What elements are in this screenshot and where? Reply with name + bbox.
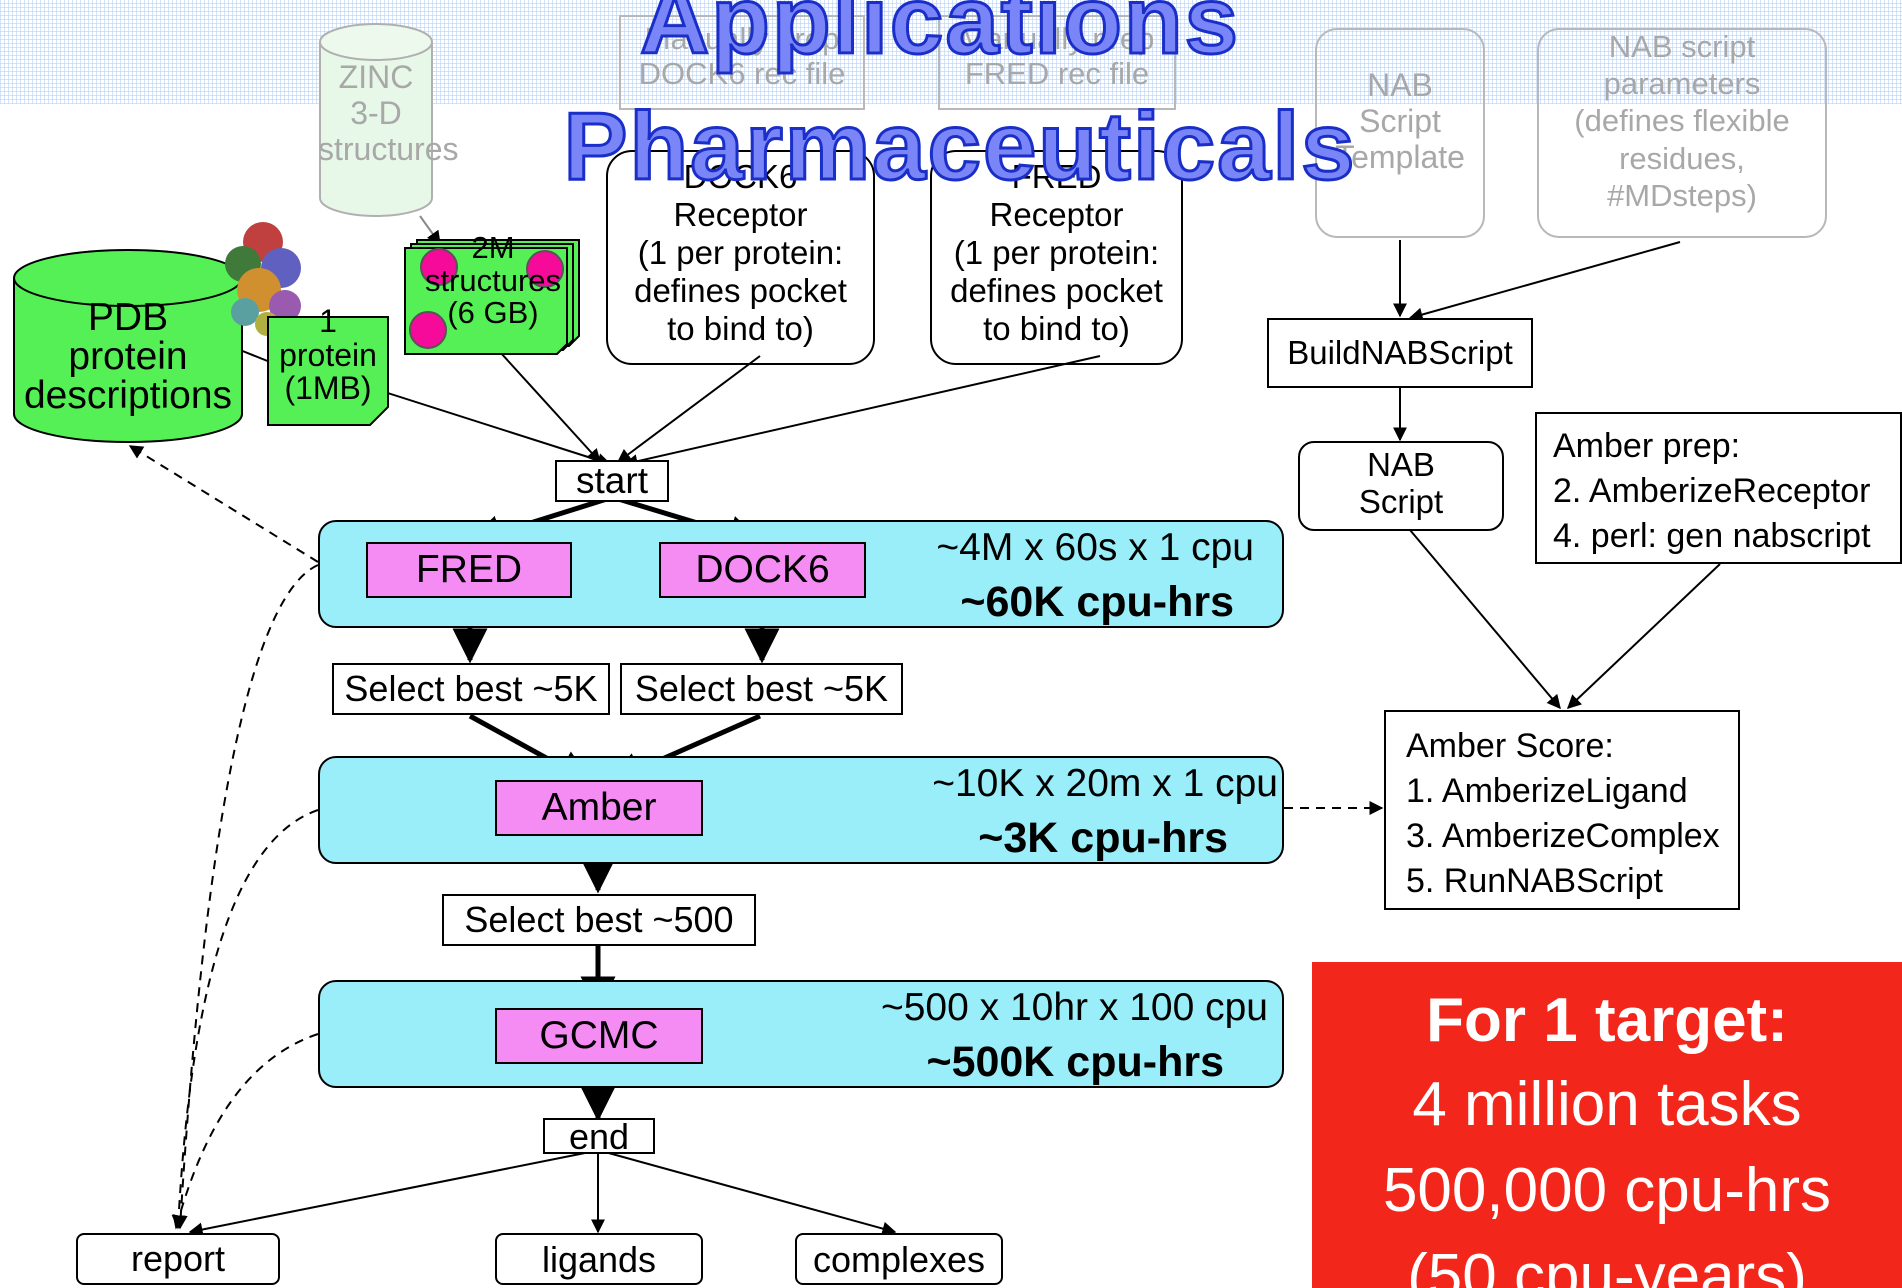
molecule-dot <box>409 311 447 349</box>
fred-receptor-box <box>930 150 1183 365</box>
summary-box: For 1 target: 4 million tasks 500,000 cp… <box>1312 962 1902 1288</box>
nab-template-label: NAB Script Template <box>1335 67 1465 175</box>
stage2-cost: ~10K x 20m x 1 cpu <box>932 762 1278 805</box>
molecule-dot <box>420 248 458 286</box>
amber-score-box: Amber Score: 1. AmberizeLigand 3. Amberi… <box>1384 710 1740 910</box>
complexes-output: complexes <box>795 1233 1003 1285</box>
select-fred-node: Select best ~5K <box>332 663 610 715</box>
manual-fred-box <box>938 15 1176 110</box>
select-dock-node: Select best ~5K <box>620 663 903 715</box>
nab-template-box <box>1315 28 1485 238</box>
stage3-to-report <box>172 1033 319 1230</box>
protein-document-shape <box>267 316 389 426</box>
manual-dock6-box <box>619 15 865 110</box>
prep-to-score <box>1566 563 1721 709</box>
protein-to-start <box>371 387 612 467</box>
amber-prep-box: Amber prep: 2. AmberizeReceptor 4. perl:… <box>1535 412 1902 564</box>
pdb-to-protein <box>239 349 271 363</box>
dock6-tool: DOCK6 <box>659 542 866 598</box>
zinc-database-cylinder <box>319 23 433 217</box>
start-node: start <box>555 460 669 502</box>
dock6-receptor-label: DOCK6 Receptor (1 per protein: defines p… <box>634 158 847 347</box>
stage1-cost: ~4M x 60s x 1 cpu <box>936 526 1254 569</box>
structures-to-start <box>499 351 601 464</box>
pdb-label: PDB protein descriptions <box>23 296 233 417</box>
stage3-cost: ~500 x 10hr x 100 cpu <box>880 986 1268 1029</box>
nab-params-label: NAB script parameters (defines flexible … <box>1574 29 1790 213</box>
stage1-to-pdb <box>128 445 319 563</box>
summary-tasks: 4 million tasks <box>1412 1070 1802 1139</box>
fred-receptor-label: FRED Receptor (1 per protein: defines po… <box>950 158 1163 347</box>
amber-tool: Amber <box>495 780 703 836</box>
one-protein-label: 1 protein (1MB) <box>279 303 377 407</box>
fredrec-to-start <box>623 355 1101 469</box>
gcmc-stage <box>318 980 1284 1088</box>
summary-cpu-years: (50 cpu-years) <box>1407 1242 1807 1288</box>
stage2-hours: ~3K cpu-hrs <box>978 814 1228 862</box>
title-line-1: Applications <box>638 0 1241 76</box>
build-nab-script-node: BuildNABScript <box>1267 318 1533 388</box>
manual-dock6-label: Manually prep DOCK6 rec file <box>638 21 846 91</box>
manual-fred-label: Manually prep FRED rec file <box>959 21 1155 91</box>
dock6rec-to-start <box>616 355 761 463</box>
stage1-to-report <box>173 564 319 1230</box>
summary-heading: For 1 target: <box>1426 986 1788 1055</box>
report-output: report <box>76 1233 280 1285</box>
stage3-hours: ~500K cpu-hrs <box>926 1038 1224 1086</box>
fred-tool: FRED <box>366 542 572 598</box>
end-to-complexes <box>604 1151 897 1236</box>
amber-stage <box>318 756 1284 864</box>
stage1-hours: ~60K cpu-hrs <box>960 578 1234 626</box>
summary-cpu-hours: 500,000 cpu-hrs <box>1382 1156 1832 1225</box>
pdb-database-cylinder <box>13 249 243 443</box>
stage2-to-report <box>171 809 319 1230</box>
title-line-2: Pharmaceuticals <box>562 92 1357 202</box>
end-to-report <box>188 1151 591 1237</box>
molecule-dot <box>526 250 564 288</box>
dock6-receptor-box <box>606 150 875 365</box>
ligands-output: ligands <box>495 1233 703 1285</box>
nab-script-node: NAB Script <box>1298 441 1504 531</box>
structures-label: 2M structures (6 GB) <box>424 230 562 331</box>
title-background <box>0 0 1902 104</box>
gcmc-tool: GCMC <box>495 1008 703 1064</box>
nab-params-box <box>1537 28 1827 238</box>
end-node: end <box>543 1118 655 1155</box>
nabscript-to-score <box>1409 529 1561 710</box>
params-to-build <box>1408 241 1681 322</box>
select-500-node: Select best ~500 <box>442 894 756 946</box>
